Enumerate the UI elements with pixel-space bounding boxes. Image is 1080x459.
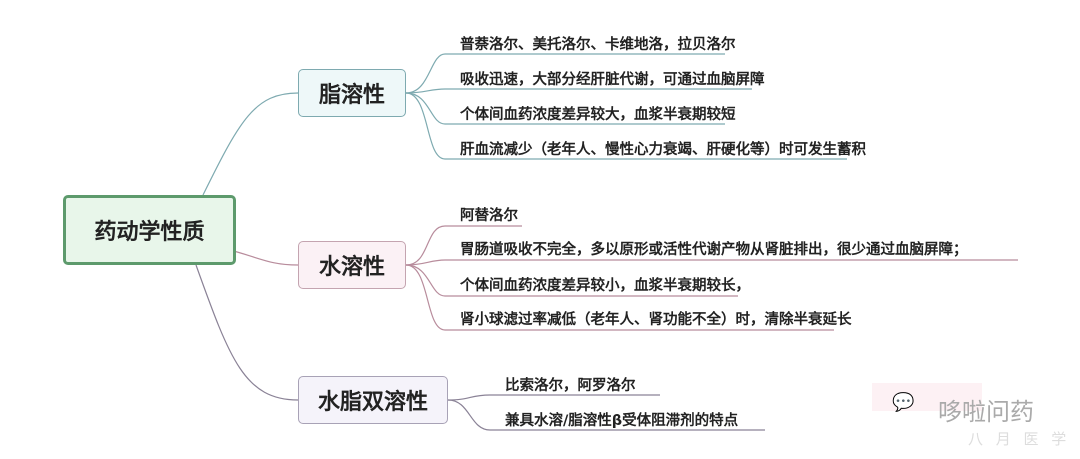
- leaf-item[interactable]: 个体间血药浓度差异较大，血浆半衰期较短: [460, 107, 736, 123]
- branch-dual-soluble[interactable]: 水脂双溶性: [298, 376, 448, 424]
- leaf-item[interactable]: 阿替洛尔: [460, 208, 518, 224]
- leaf-item[interactable]: 肝血流减少（老年人、慢性心力衰竭、肝硬化等）时可发生蓄积: [460, 142, 866, 158]
- leaf-item[interactable]: 普萘洛尔、美托洛尔、卡维地洛，拉贝洛尔: [460, 37, 736, 53]
- leaf-item[interactable]: 比索洛尔，阿罗洛尔: [505, 378, 636, 394]
- wechat-icon: 💬: [892, 392, 915, 413]
- leaf-item[interactable]: 兼具水溶/脂溶性β受体阻滞剂的特点: [505, 413, 739, 429]
- leaf-item[interactable]: 肾小球滤过率减低（老年人、肾功能不全）时，清除半衰延长: [460, 312, 852, 328]
- watermark-title: 哆啦问药: [938, 398, 1034, 426]
- watermark-subtitle: 八 月 医 学: [968, 430, 1071, 448]
- leaf-item[interactable]: 吸收迅速，大部分经肝脏代谢，可通过血脑屏障: [460, 72, 765, 88]
- leaf-item[interactable]: 胃肠道吸收不完全，多以原形或活性代谢产物从肾脏排出，很少通过血脑屏障；: [460, 242, 968, 258]
- leaf-item[interactable]: 个体间血药浓度差异较小，血浆半衰期较长，: [460, 278, 750, 294]
- branch-water-soluble[interactable]: 水溶性: [298, 241, 406, 289]
- root-node[interactable]: 药动学性质: [63, 195, 236, 265]
- watermark-bg: [872, 383, 982, 411]
- branch-lipid-soluble[interactable]: 脂溶性: [298, 69, 406, 117]
